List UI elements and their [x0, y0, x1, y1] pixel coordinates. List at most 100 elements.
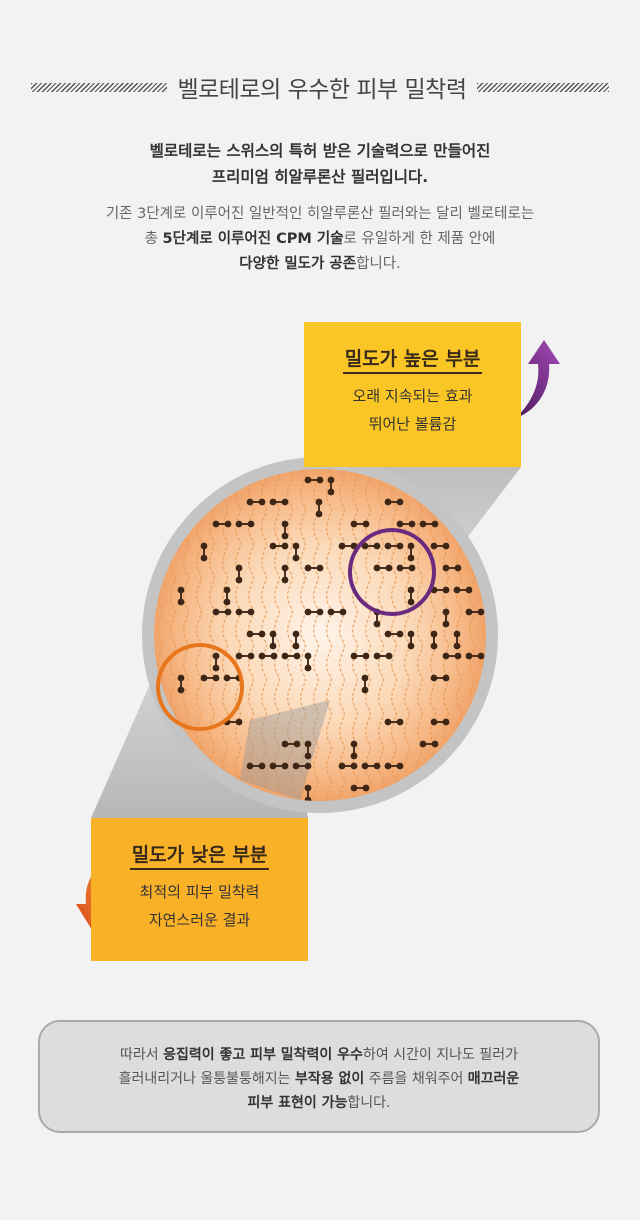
- molecule-pair: [465, 608, 485, 616]
- molecule-pair: [235, 520, 255, 528]
- molecule-pair: [235, 564, 243, 584]
- summary-emphasis: 피부 표현이 가능: [247, 1095, 348, 1111]
- lead-line-2: 프리미엄 히알루론산 필러입니다.: [211, 168, 429, 186]
- high-density-box: 밀도가 높은 부분 오래 지속되는 효과 뛰어난 볼륨감: [304, 322, 521, 467]
- molecule-pair: [373, 564, 393, 572]
- molecule-pair: [223, 586, 231, 606]
- molecule-pair: [292, 762, 312, 770]
- molecule-pair: [269, 762, 289, 770]
- molecule-pair: [200, 542, 208, 562]
- desc-emphasis: 5단계로 이루어진 CPM 기술: [162, 231, 344, 247]
- summary-text: 따라서: [120, 1047, 164, 1063]
- molecule-pair: [246, 630, 266, 638]
- molecule-pair: [396, 564, 416, 572]
- molecule-pair: [407, 586, 415, 606]
- molecule-pair: [177, 586, 185, 606]
- lead-text: 벨로테로는 스위스의 특허 받은 기술력으로 만들어진 프리미엄 히알루론산 필…: [0, 138, 640, 190]
- molecule-pair: [235, 652, 255, 660]
- molecule-pair: [304, 608, 324, 616]
- header-hatch-right: [476, 82, 609, 92]
- molecule-pair: [384, 542, 404, 550]
- molecule-pair: [292, 630, 300, 650]
- lead-line-1: 벨로테로는 스위스의 특허 받은 기술력으로 만들어진: [149, 142, 491, 160]
- molecule-pair: [407, 542, 415, 562]
- high-density-circle: [348, 528, 436, 616]
- summary-emphasis: 매끄러운: [467, 1071, 520, 1087]
- summary-emphasis: 부작용 없이: [295, 1071, 365, 1087]
- molecule-pair: [465, 652, 485, 660]
- molecule-pair: [442, 608, 450, 628]
- molecule-pair: [304, 476, 324, 484]
- summary-box: 따라서 응집력이 좋고 피부 밀착력이 우수하여 시간이 지나도 필러가 흘러내…: [38, 1020, 600, 1133]
- molecule-pair: [212, 608, 232, 616]
- molecule-pair: [235, 608, 255, 616]
- molecule-pair: [281, 520, 289, 540]
- molecule-pair: [442, 564, 462, 572]
- molecule-pair: [384, 718, 404, 726]
- molecule-pair: [304, 652, 312, 672]
- molecule-pair: [430, 542, 450, 550]
- page-title: 벨로테로의 우수한 피부 밀착력: [177, 77, 467, 103]
- molecule-pair: [384, 630, 404, 638]
- summary-text: 주름을 채워주어: [364, 1071, 468, 1087]
- molecule-pair: [269, 630, 277, 650]
- molecule-pair: [315, 498, 323, 518]
- molecule-pair: [338, 762, 358, 770]
- density-illustration: 밀도가 높은 부분 오래 지속되는 효과 뛰어난 볼륨감 밀도가 낮은 부분 최…: [0, 300, 640, 1000]
- molecule-pair: [396, 520, 416, 528]
- description-line-2: 총 5단계로 이루어진 CPM 기술로 유일하게 한 제품 안에: [0, 227, 640, 252]
- low-density-line-2: 자연스러운 결과: [148, 911, 251, 929]
- molecule-pair: [453, 630, 461, 650]
- molecule-pair: [350, 652, 370, 660]
- description-line-1: 기존 3단계로 이루어진 일반적인 히알루론산 필러와는 달리 벨로테로는: [105, 206, 535, 222]
- molecule-network: [177, 476, 485, 801]
- summary-text: 하여 시간이 지나도 필러가: [362, 1047, 518, 1063]
- molecule-pair: [373, 652, 393, 660]
- molecule-pair: [246, 762, 266, 770]
- magnifier-graphic: [76, 340, 560, 930]
- summary-emphasis: 응집력이 좋고 피부 밀착력이 우수: [163, 1047, 363, 1063]
- section-header: 벨로테로의 우수한 피부 밀착력: [0, 62, 640, 112]
- molecule-pair: [177, 674, 185, 694]
- molecule-pair: [350, 520, 370, 528]
- high-density-line-2: 뛰어난 볼륨감: [368, 415, 457, 433]
- molecule-pair: [384, 498, 404, 506]
- desc-text: 총: [144, 231, 163, 247]
- molecule-pair: [281, 652, 301, 660]
- desc-text: 합니다.: [356, 256, 401, 272]
- molecule-pair: [200, 674, 220, 682]
- low-density-circle: [156, 643, 244, 731]
- molecule-pair: [304, 564, 324, 572]
- molecule-pair: [430, 718, 450, 726]
- molecule-pair: [292, 542, 300, 562]
- molecule-pair: [419, 740, 439, 748]
- low-density-title: 밀도가 낮은 부분: [129, 842, 270, 870]
- molecule-pair: [304, 740, 312, 760]
- molecule-pair: [212, 652, 220, 672]
- molecule-pair: [407, 630, 415, 650]
- molecule-pair: [281, 564, 289, 584]
- molecule-pair: [361, 762, 381, 770]
- molecule-pair: [430, 630, 438, 650]
- curved-up-arrow-icon: [516, 340, 560, 418]
- molecule-pair: [384, 762, 404, 770]
- molecule-pair: [246, 498, 266, 506]
- header-hatch-left: [31, 82, 168, 92]
- molecule-pair: [419, 520, 439, 528]
- molecule-pair: [281, 740, 301, 748]
- description-line-3: 다양한 밀도가 공존합니다.: [0, 252, 640, 277]
- molecule-pair: [212, 520, 232, 528]
- low-density-line-1: 최적의 피부 밀착력: [139, 883, 260, 901]
- summary-text: 합니다.: [347, 1095, 391, 1111]
- molecule-pair: [350, 784, 370, 792]
- desc-text: 로 유일하게 한 제품 안에: [343, 231, 496, 247]
- summary-line-3: 피부 표현이 가능합니다.: [40, 1091, 598, 1115]
- molecule-pair: [350, 740, 358, 760]
- molecule-pair: [269, 542, 289, 550]
- high-density-line-1: 오래 지속되는 효과: [352, 387, 473, 405]
- molecule-pair: [430, 674, 450, 682]
- summary-text: 흘러내리거나 울퉁불퉁해지는: [118, 1071, 295, 1087]
- molecule-pair: [304, 784, 312, 801]
- summary-line-1: 따라서 응집력이 좋고 피부 밀착력이 우수하여 시간이 지나도 필러가: [40, 1043, 598, 1067]
- description-text: 기존 3단계로 이루어진 일반적인 히알루론산 필러와는 달리 벨로테로는 총 …: [0, 202, 640, 277]
